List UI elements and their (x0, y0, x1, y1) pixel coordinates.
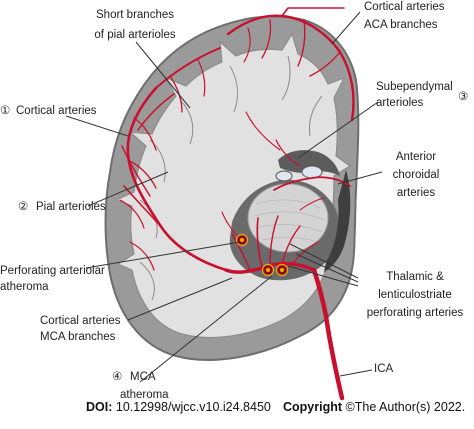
label-choroidal: choroidal (376, 168, 456, 182)
label-perforating-arteriolar: Perforating arteriolar (0, 264, 105, 278)
doi-label: DOI: (86, 400, 112, 414)
label-aca-branches: ACA branches (364, 18, 438, 32)
label-ica: ICA (374, 362, 393, 376)
label-pial-arterioles: Pial arterioles (36, 200, 106, 214)
doi-line: DOI: 10.12998/wjcc.v10.i24.8450 (86, 400, 271, 414)
copyright-text: ©The Author(s) 2022. (346, 400, 466, 414)
choroid-left (276, 171, 292, 181)
label-arterioles: arterioles (376, 96, 423, 110)
label-atheroma-perforating: atheroma (0, 280, 49, 294)
copyright-label: Copyright (283, 400, 342, 414)
label-anterior: Anterior (376, 150, 456, 164)
label-short-branches: Short branches (80, 8, 190, 22)
copyright-line: Copyright ©The Author(s) 2022. (283, 400, 465, 414)
label-marker-3: ③ (458, 90, 468, 104)
label-marker-1: ① (0, 104, 10, 118)
label-mca: MCA (130, 370, 156, 384)
label-thalamic: Thalamic & (356, 270, 474, 284)
label-of-pial-arterioles: of pial arterioles (80, 28, 190, 42)
label-subependymal: Subependymal (376, 80, 453, 94)
label-marker-2: ② (18, 200, 28, 214)
label-cortical-arteries: Cortical arteries (16, 104, 97, 118)
label-perforating-arteries: perforating arteries (356, 306, 474, 320)
label-arteries: arteries (376, 186, 456, 200)
doi-value: 10.12998/wjcc.v10.i24.8450 (116, 400, 271, 414)
choroid-right (302, 166, 322, 178)
label-cortical-arteries-mca: Cortical arteries (40, 314, 121, 328)
label-mca-branches: MCA branches (40, 330, 115, 344)
label-cortical-arteries-aca: Cortical arteries (364, 0, 445, 14)
label-lenticulostriate: lenticulostriate (356, 288, 474, 302)
label-marker-4: ④ (112, 370, 122, 384)
